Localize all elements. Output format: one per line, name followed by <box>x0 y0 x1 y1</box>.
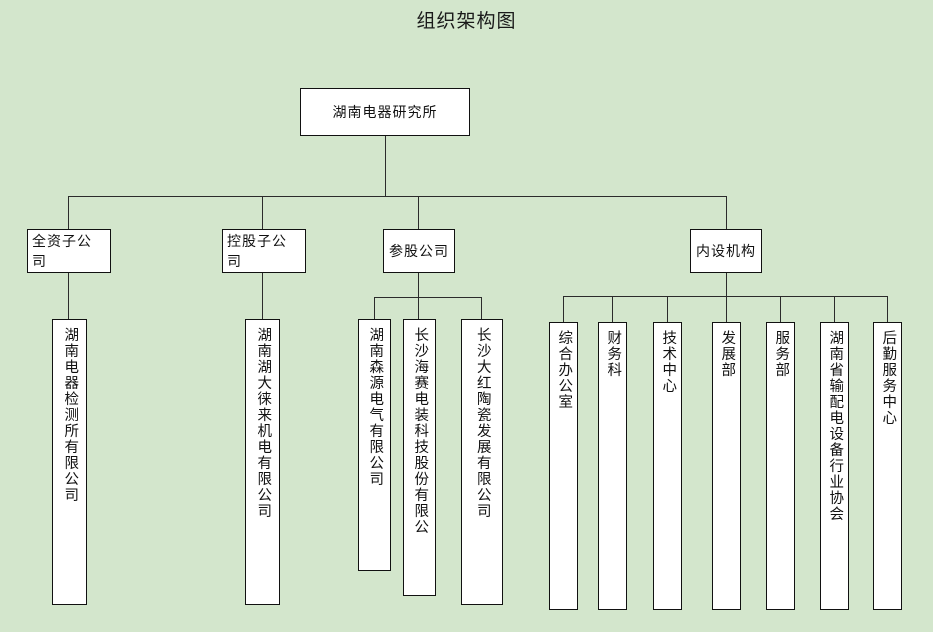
node-equity-company-label: 参股公司 <box>389 244 449 260</box>
page-title: 组织架构图 <box>416 10 517 32</box>
connector-equity-bus <box>374 297 481 298</box>
connector-drop-equity <box>418 196 419 229</box>
node-general-office[interactable]: 综合办公室 <box>549 322 578 610</box>
node-hunan-huda-lailai-electromechanical[interactable]: 湖南湖大徕来机电有限公司 <box>245 319 280 605</box>
connector-internal-drop-5 <box>780 296 781 322</box>
connector-root-stem <box>385 136 386 196</box>
connector-level2-bus <box>68 196 727 197</box>
node-changsha-dahong-ceramics-development-label: 长沙大红陶瓷发展有限公司 <box>474 327 491 519</box>
node-hunan-power-transmission-distribution-association-label: 湖南省输配电设备行业协会 <box>827 330 844 522</box>
connector-internal-drop-3 <box>667 296 668 322</box>
node-logistics-service-center-label: 后勤服务中心 <box>880 330 897 426</box>
node-finance-section[interactable]: 财务科 <box>598 322 627 610</box>
connector-internal-drop-4 <box>726 296 727 322</box>
node-changsha-haisai-electric-equipment-tech-label: 长沙海赛电装科技股份有限公 <box>412 327 429 535</box>
connector-holding-to-child <box>262 273 263 319</box>
node-development-department-label: 发展部 <box>719 330 736 378</box>
connector-internal-drop-6 <box>834 296 835 322</box>
node-root-label: 湖南电器研究所 <box>332 105 438 121</box>
node-hunan-senyuan-electric-label: 湖南森源电气有限公司 <box>367 327 384 487</box>
node-internal-organizations[interactable]: 内设机构 <box>690 229 762 273</box>
connector-equity-drop-3 <box>481 297 482 319</box>
connector-drop-internal <box>726 196 727 229</box>
node-changsha-haisai-electric-equipment-tech[interactable]: 长沙海赛电装科技股份有限公 <box>403 319 436 596</box>
connector-internal-drop-1 <box>563 296 564 322</box>
node-hunan-electric-testing-institute-label: 湖南电器检测所有限公司 <box>62 327 79 503</box>
connector-drop-holding <box>262 196 263 229</box>
node-wholly-owned-subsidiary-label: 全资子公司 <box>32 234 92 270</box>
node-finance-section-label: 财务科 <box>605 330 622 378</box>
connector-internal-drop-7 <box>887 296 888 322</box>
node-holding-subsidiary[interactable]: 控股子公司 <box>222 229 306 273</box>
node-service-department[interactable]: 服务部 <box>766 322 795 610</box>
node-logistics-service-center[interactable]: 后勤服务中心 <box>873 322 902 610</box>
node-hunan-electric-testing-institute[interactable]: 湖南电器检测所有限公司 <box>52 319 87 605</box>
node-service-department-label: 服务部 <box>773 330 790 378</box>
node-technology-center-label: 技术中心 <box>660 330 677 394</box>
connector-equity-drop-1 <box>374 297 375 319</box>
node-general-office-label: 综合办公室 <box>556 330 573 410</box>
node-wholly-owned-subsidiary[interactable]: 全资子公司 <box>27 229 111 273</box>
node-equity-company[interactable]: 参股公司 <box>383 229 455 273</box>
connector-wholly-owned-to-child <box>68 273 69 319</box>
node-technology-center[interactable]: 技术中心 <box>653 322 682 610</box>
connector-internal-drop-2 <box>612 296 613 322</box>
node-changsha-dahong-ceramics-development[interactable]: 长沙大红陶瓷发展有限公司 <box>461 319 503 605</box>
node-holding-subsidiary-label: 控股子公司 <box>227 234 287 270</box>
node-hunan-power-transmission-distribution-association[interactable]: 湖南省输配电设备行业协会 <box>820 322 849 610</box>
node-hunan-senyuan-electric[interactable]: 湖南森源电气有限公司 <box>358 319 391 571</box>
node-development-department[interactable]: 发展部 <box>712 322 741 610</box>
connector-equity-drop-2 <box>418 297 419 319</box>
connector-equity-stem <box>418 273 419 297</box>
connector-drop-wholly-owned <box>68 196 69 229</box>
node-root[interactable]: 湖南电器研究所 <box>300 88 470 136</box>
connector-internal-bus <box>563 296 887 297</box>
node-hunan-huda-lailai-electromechanical-label: 湖南湖大徕来机电有限公司 <box>255 327 272 519</box>
node-internal-organizations-label: 内设机构 <box>696 244 756 260</box>
connector-internal-stem <box>726 273 727 296</box>
